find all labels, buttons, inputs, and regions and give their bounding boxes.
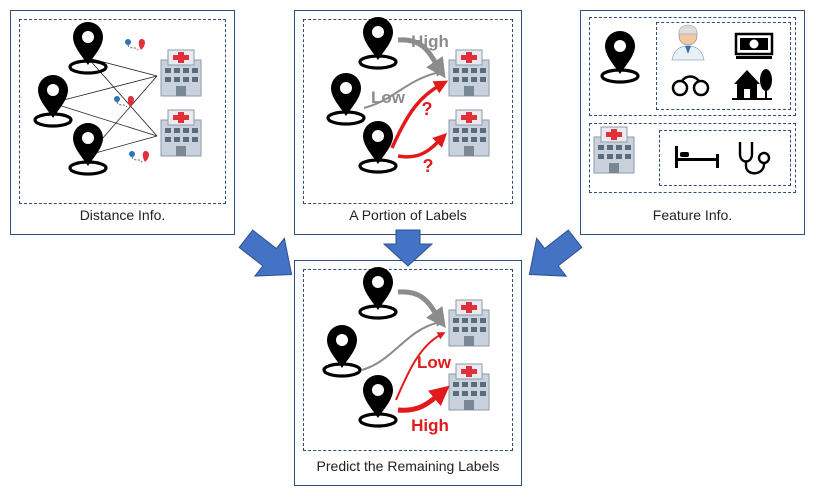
unknown-arrow-upper [390, 80, 449, 149]
route-icon [128, 150, 150, 163]
arrow-from-distance [238, 229, 293, 277]
arrow-from-labels [382, 229, 434, 267]
hospital-icon [448, 109, 490, 157]
distance-caption: Distance Info. [79, 207, 166, 223]
arrow-from-feature [528, 229, 583, 277]
doctor-icon [671, 24, 705, 61]
low-label-arrow [363, 68, 444, 109]
location-pin-icon [600, 29, 640, 84]
feature-top-icons-box [656, 22, 791, 110]
predict-caption: Predict the Remaining Labels [316, 458, 500, 474]
unknown-mark-upper: ? [422, 99, 433, 119]
house-icon [732, 69, 772, 100]
hospital-icon [160, 109, 202, 157]
predict-inner-box [303, 269, 513, 451]
known-high-arrow [397, 289, 446, 329]
predicted-low-text: Low [417, 353, 452, 372]
labels-inner-box [303, 19, 513, 204]
bed-icon [675, 146, 719, 168]
location-pin-icon [358, 15, 398, 70]
feature-top-box [589, 17, 796, 116]
handcuffs-icon [671, 75, 710, 97]
money-icon [734, 32, 774, 59]
distance-inner-box [19, 19, 226, 204]
feature-caption: Feature Info. [652, 207, 733, 223]
location-pin-icon [358, 373, 398, 428]
known-low-arrow [361, 318, 444, 371]
location-pin-icon [358, 265, 398, 320]
location-pin-icon [326, 71, 366, 126]
location-pin-icon [33, 73, 73, 128]
predicted-low-arrow [395, 332, 446, 401]
feature-bottom-box [589, 123, 796, 193]
unknown-arrow-lower [397, 133, 447, 159]
predicted-high-arrow [397, 385, 450, 413]
hospital-icon [160, 49, 202, 97]
unknown-mark-lower: ? [423, 156, 434, 176]
hospital-icon [448, 363, 490, 411]
hospital-icon [593, 126, 635, 174]
high-label-text: High [411, 32, 449, 51]
route-icon [113, 95, 135, 108]
feature-bottom-icons-box [659, 130, 791, 186]
low-label-text: Low [371, 88, 406, 107]
high-label-arrow [397, 37, 446, 79]
stethoscope-icon [738, 142, 771, 175]
predicted-high-text: High [411, 416, 449, 435]
hospital-icon [448, 299, 490, 347]
route-icon [124, 38, 146, 51]
hospital-icon [448, 49, 490, 97]
location-pin-icon [68, 121, 108, 176]
location-pin-icon [358, 119, 398, 174]
location-pin-icon [322, 323, 362, 378]
distance-network [51, 57, 158, 156]
location-pin-icon [68, 20, 108, 75]
labels-caption: A Portion of Labels [349, 207, 467, 223]
